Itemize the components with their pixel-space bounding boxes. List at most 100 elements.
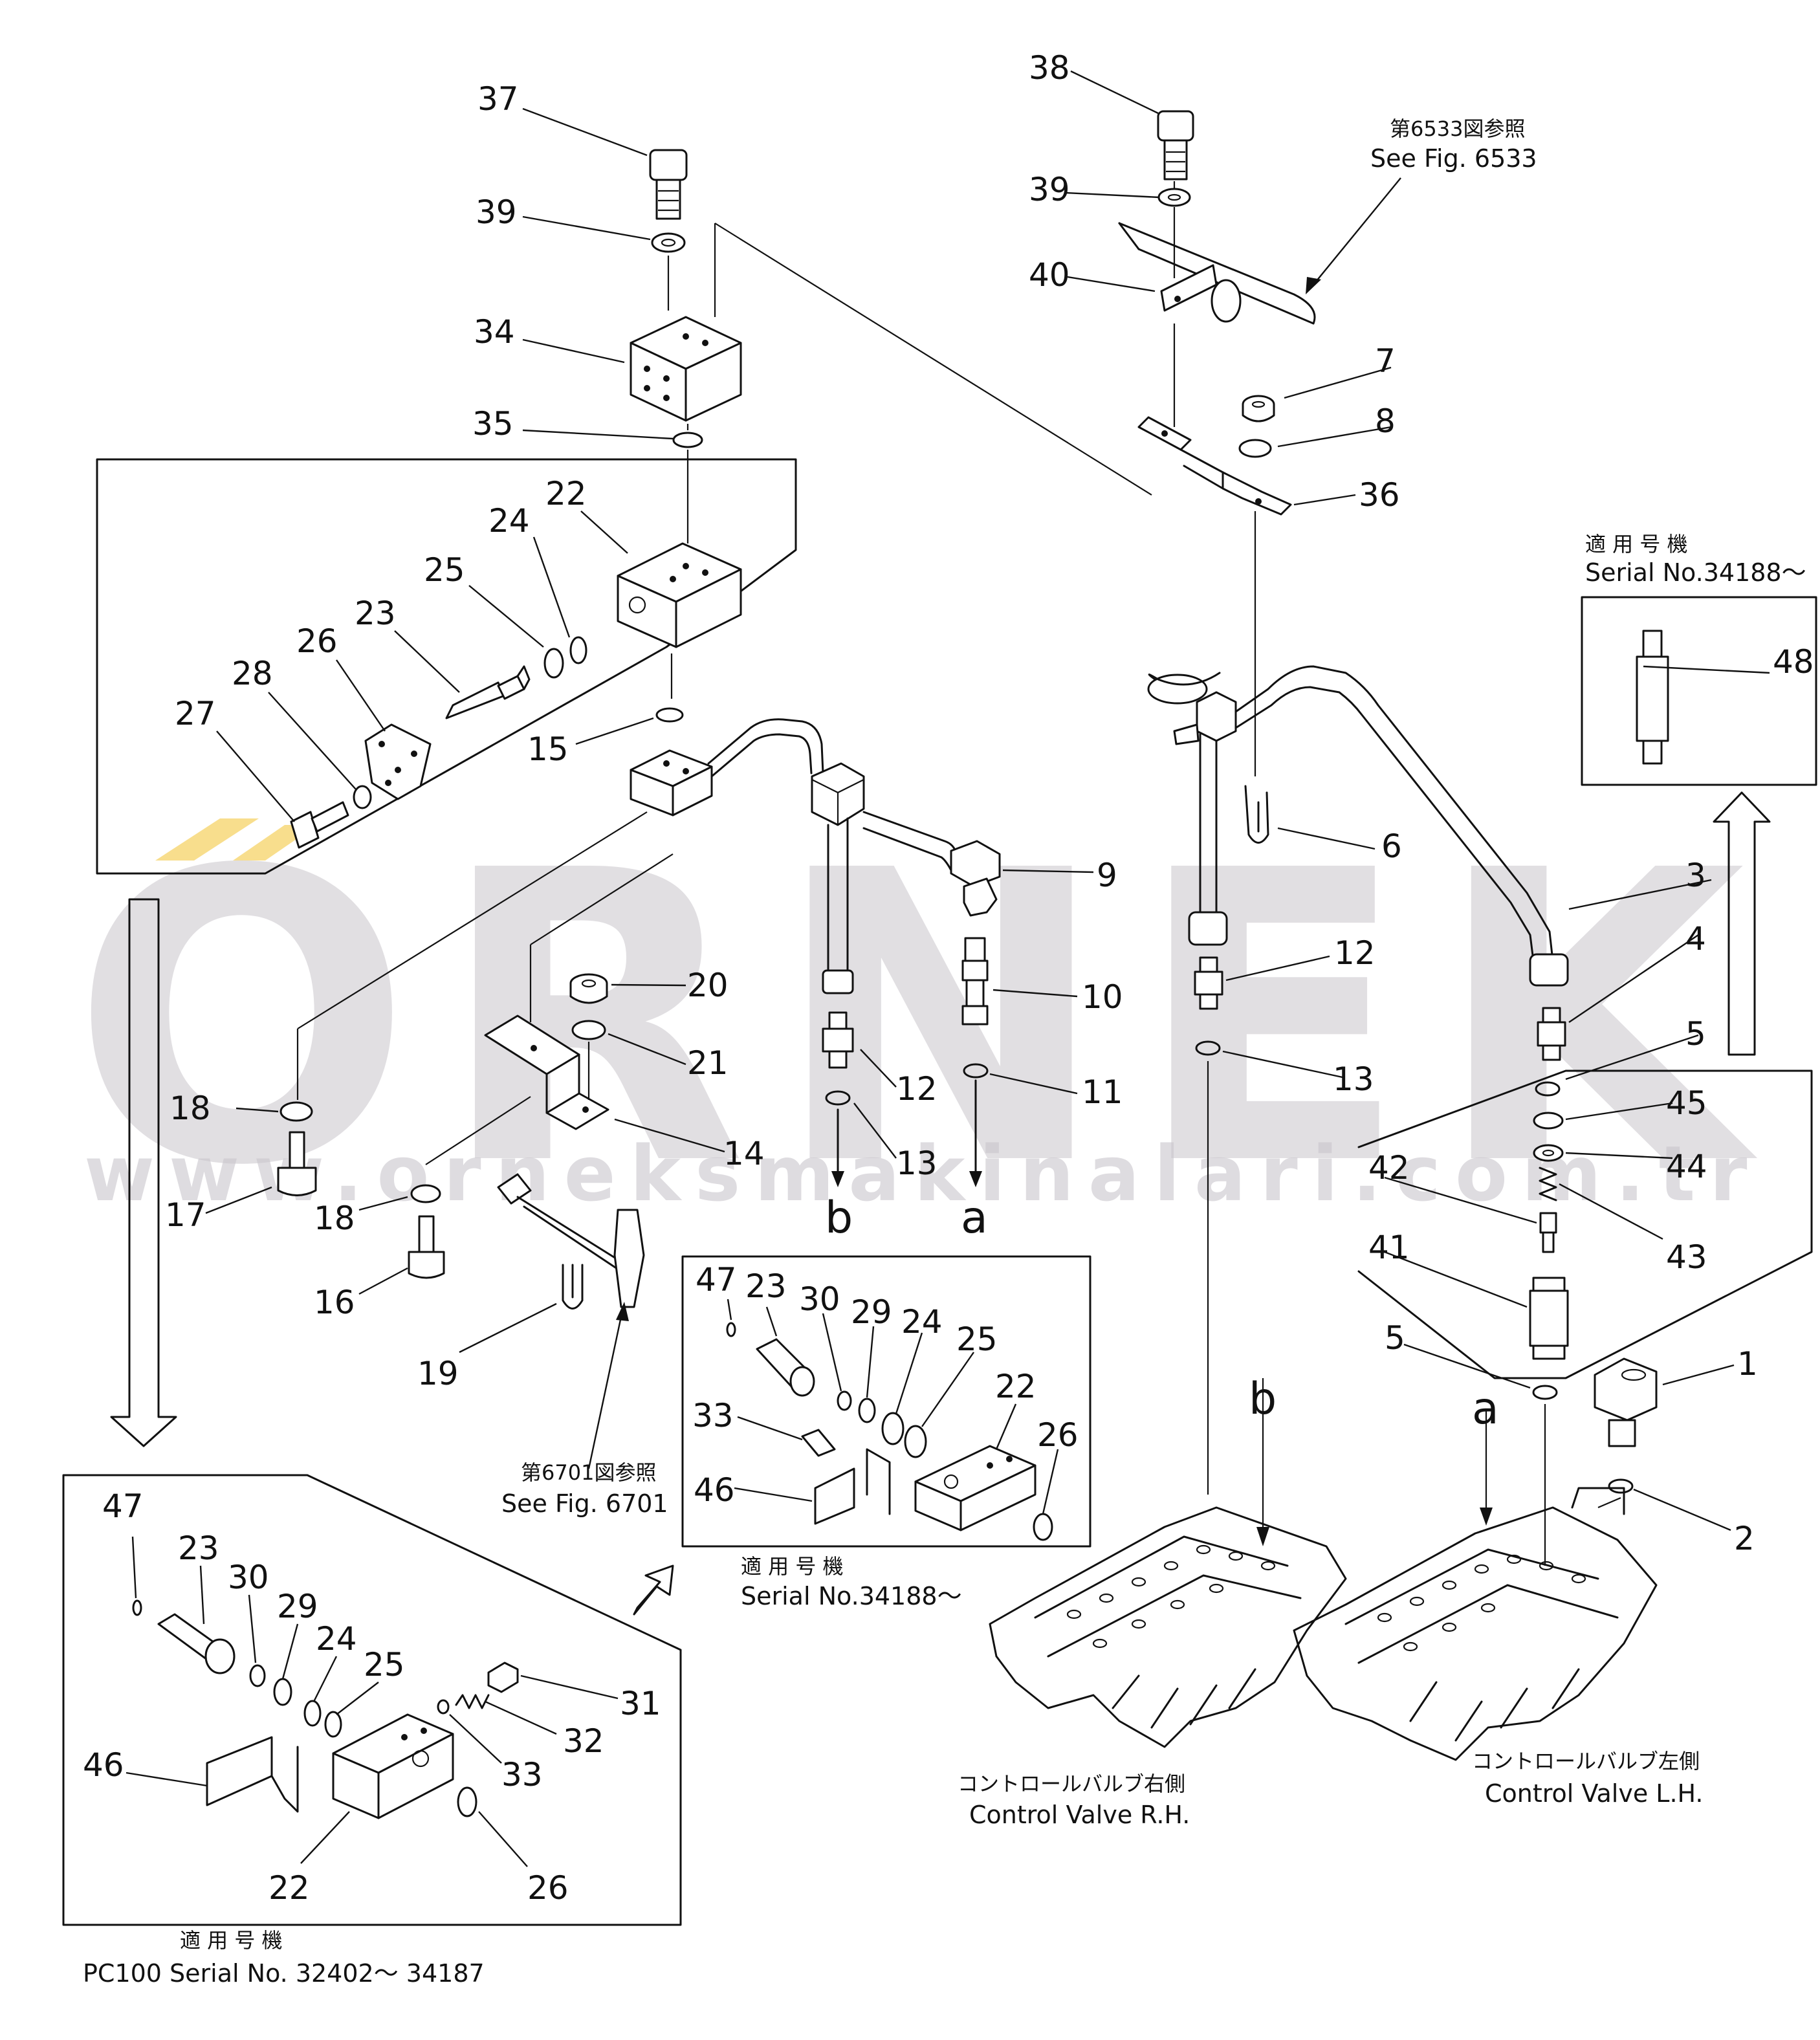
callout-46-mid: 46 — [694, 1471, 735, 1509]
control-valves — [989, 1487, 1658, 1761]
pipe-3 — [1147, 665, 1569, 987]
callout-28: 28 — [232, 655, 273, 692]
callout-26: 26 — [296, 622, 338, 660]
clamp-40 — [1118, 222, 1316, 325]
ref-fig6533-jp: 第6533図参照 — [1390, 116, 1525, 141]
ring-45 — [1533, 1112, 1564, 1130]
callout-19: 19 — [417, 1355, 459, 1392]
callout-5-upper: 5 — [1685, 1015, 1706, 1053]
callout-25-mid: 25 — [956, 1321, 998, 1358]
bracket-14 — [484, 1015, 609, 1130]
bolt-37 — [649, 149, 688, 220]
washer-8 — [1238, 439, 1272, 458]
callout-39-right: 39 — [1029, 171, 1070, 208]
callout-16: 16 — [314, 1284, 355, 1321]
washer-39 — [651, 232, 686, 253]
oring-5-lower — [1532, 1385, 1558, 1400]
oring-15 — [655, 707, 684, 723]
callout-17: 17 — [165, 1196, 206, 1234]
plate-46-bl — [206, 1736, 273, 1806]
block-tube-connector — [630, 718, 1001, 994]
watermark-accent-shape — [155, 818, 259, 861]
callout-31-bl: 31 — [620, 1685, 661, 1722]
callout-5-lower: 5 — [1385, 1319, 1405, 1357]
nipple-12-b — [822, 1011, 854, 1069]
bolt-27 — [290, 801, 349, 849]
leader-48 — [1643, 665, 1770, 674]
letter-a-upper: a — [961, 1192, 988, 1244]
callout-9: 9 — [1097, 857, 1117, 894]
callout-44: 44 — [1666, 1148, 1707, 1185]
snapring-26-bl — [457, 1786, 477, 1817]
letter-a-lower: a — [1472, 1383, 1499, 1434]
frame-serial-bottom-left — [62, 1474, 682, 1926]
bolt-16 — [408, 1215, 445, 1279]
oring-5-upper — [1535, 1081, 1561, 1097]
control-valve-rh — [989, 1506, 1347, 1748]
block-34 — [630, 316, 742, 422]
control-valve-lh — [1293, 1487, 1658, 1761]
leader-lines — [126, 70, 1770, 1867]
spring-43 — [1539, 1167, 1557, 1201]
bracket-36 — [1137, 416, 1292, 516]
callout-15: 15 — [527, 730, 569, 768]
valve-lh-jp: コントロールバルブ左側 — [1472, 1749, 1700, 1773]
callout-26-mid: 26 — [1037, 1416, 1079, 1454]
nut-7 — [1242, 395, 1275, 422]
ring-24-bl — [303, 1700, 322, 1727]
callout-22-bl: 22 — [269, 1869, 310, 1907]
callout-27: 27 — [175, 695, 216, 732]
callout-numbers: 37 39 34 35 22 24 25 23 26 28 27 15 38 3… — [83, 49, 1814, 1907]
parts-upper-left — [277, 149, 1001, 1310]
oring-24 — [569, 636, 587, 664]
washer-39-b — [1157, 188, 1191, 207]
washer-18-a — [280, 1101, 313, 1122]
callout-33-bl: 33 — [501, 1756, 543, 1793]
oring-2 — [1608, 1478, 1634, 1494]
ring-30-bl — [249, 1664, 266, 1687]
callout-25-bl: 25 — [364, 1646, 405, 1684]
callout-30-mid: 30 — [799, 1280, 840, 1318]
callout-24-mid: 24 — [901, 1303, 943, 1341]
watermark-brand: ORNEK — [71, 787, 1771, 1253]
ring-47-bl — [132, 1599, 142, 1616]
elbow-1 — [1594, 1357, 1658, 1447]
oring-13-b — [825, 1090, 851, 1106]
frame-relief-valve — [1357, 1069, 1813, 1379]
callout-29-bl: 29 — [277, 1588, 318, 1625]
plug-23-bl — [157, 1613, 236, 1674]
ring-29-mid — [858, 1398, 876, 1423]
nipple-12-right — [1194, 956, 1223, 1010]
parts-middle-inset — [726, 1322, 1053, 1541]
poppet-42 — [1539, 1212, 1557, 1253]
ref-fig6701-en: See Fig. 6701 — [501, 1489, 668, 1518]
callout-30-bl: 30 — [228, 1559, 269, 1596]
callout-8: 8 — [1375, 402, 1396, 440]
callout-23: 23 — [355, 595, 396, 632]
callout-22-mid: 22 — [995, 1368, 1036, 1405]
spring-32-bl — [455, 1694, 490, 1709]
callout-22: 22 — [545, 475, 587, 512]
ring-24-mid — [881, 1412, 905, 1445]
callout-36: 36 — [1359, 476, 1400, 514]
callout-41: 41 — [1368, 1229, 1410, 1266]
callout-35: 35 — [472, 405, 514, 443]
callout-13-right: 13 — [1333, 1060, 1374, 1098]
plug-23-mid — [756, 1338, 815, 1397]
nut-20 — [569, 973, 608, 1004]
gasket-mid — [866, 1448, 891, 1515]
hose-fig6701 — [497, 1173, 645, 1308]
block-22-bl — [332, 1713, 454, 1819]
callout-25: 25 — [424, 551, 465, 589]
callout-3: 3 — [1685, 857, 1706, 894]
callout-18-left: 18 — [170, 1090, 211, 1127]
callout-47-mid: 47 — [696, 1261, 737, 1299]
callout-7: 7 — [1375, 342, 1396, 380]
oring-35 — [672, 432, 703, 448]
spacer-33-mid — [801, 1429, 836, 1457]
callout-38: 38 — [1029, 49, 1070, 87]
washer-18-b — [410, 1184, 441, 1203]
callout-45: 45 — [1666, 1084, 1707, 1122]
plunger-23 — [445, 665, 531, 719]
watermark: ORNEK www.orneksmakinalari.com.tr — [71, 787, 1771, 1253]
